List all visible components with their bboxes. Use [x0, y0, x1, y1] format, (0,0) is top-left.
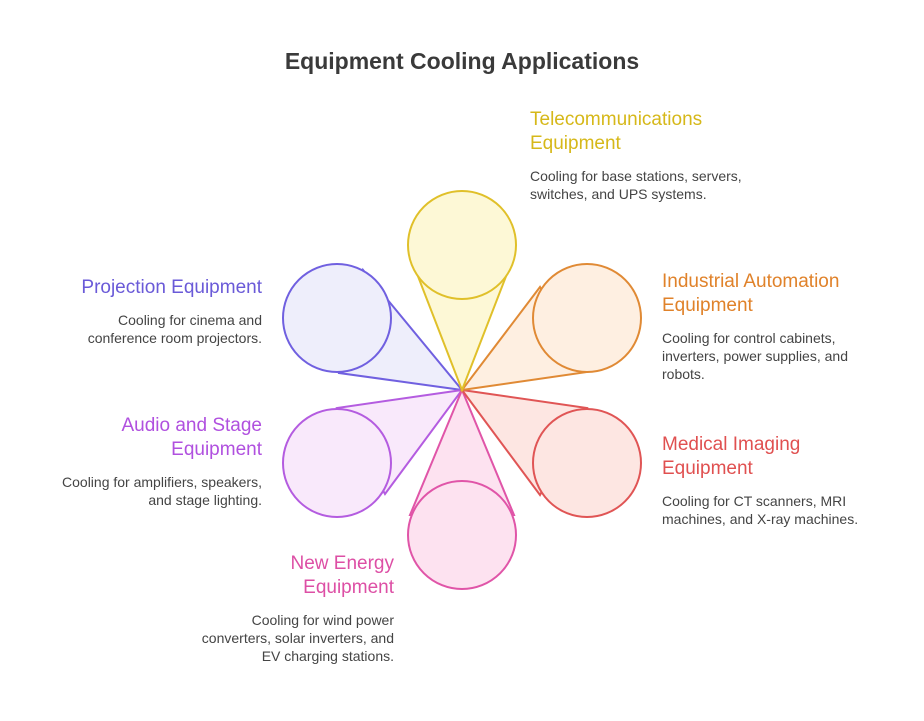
medical-block: Medical Imaging Equipment Cooling for CT… [662, 433, 867, 528]
new-energy-heading: New Energy Equipment [290, 553, 395, 598]
new-energy-block: New Energy Equipment Cooling for wind po… [198, 552, 394, 665]
petal-projection-circle [282, 263, 392, 373]
industrial-description: Cooling for control cabinets, inverters,… [662, 330, 848, 382]
audio-description: Cooling for amplifiers, speakers, and st… [62, 474, 262, 508]
audio-heading: Audio and Stage Equipment [121, 415, 262, 460]
new-energy-description: Cooling for wind power converters, solar… [201, 612, 394, 664]
petal-medical-circle [532, 408, 642, 518]
telecom-description: Cooling for base stations, servers, swit… [530, 168, 742, 202]
petal-telecom-circle [407, 190, 517, 300]
petal-industrial [459, 263, 642, 392]
telecom-block: Telecommunications Equipment Cooling for… [530, 108, 750, 203]
petal-industrial-circle [532, 263, 642, 373]
audio-block: Audio and Stage Equipment Cooling for am… [62, 414, 262, 509]
projection-description: Cooling for cinema and conference room p… [87, 312, 262, 346]
petal-projection [282, 263, 465, 392]
medical-heading: Medical Imaging Equipment [662, 434, 801, 479]
diagram-title: Equipment Cooling Applications [284, 48, 640, 74]
medical-description: Cooling for CT scanners, MRI machines, a… [662, 493, 859, 527]
petal-medical [459, 388, 642, 518]
projection-block: Projection Equipment Cooling for cinema … [52, 276, 262, 347]
petal-telecom [407, 190, 517, 393]
telecom-heading: Telecommunications Equipment [530, 109, 703, 154]
industrial-heading: Industrial Automation Equipment [662, 271, 840, 316]
petal-new-energy [407, 387, 517, 590]
petal-audio [282, 388, 465, 518]
projection-heading: Projection Equipment [81, 277, 262, 298]
industrial-block: Industrial Automation Equipment Cooling … [662, 270, 867, 383]
petal-audio-circle [282, 408, 392, 518]
petal-new-energy-circle [407, 480, 517, 590]
